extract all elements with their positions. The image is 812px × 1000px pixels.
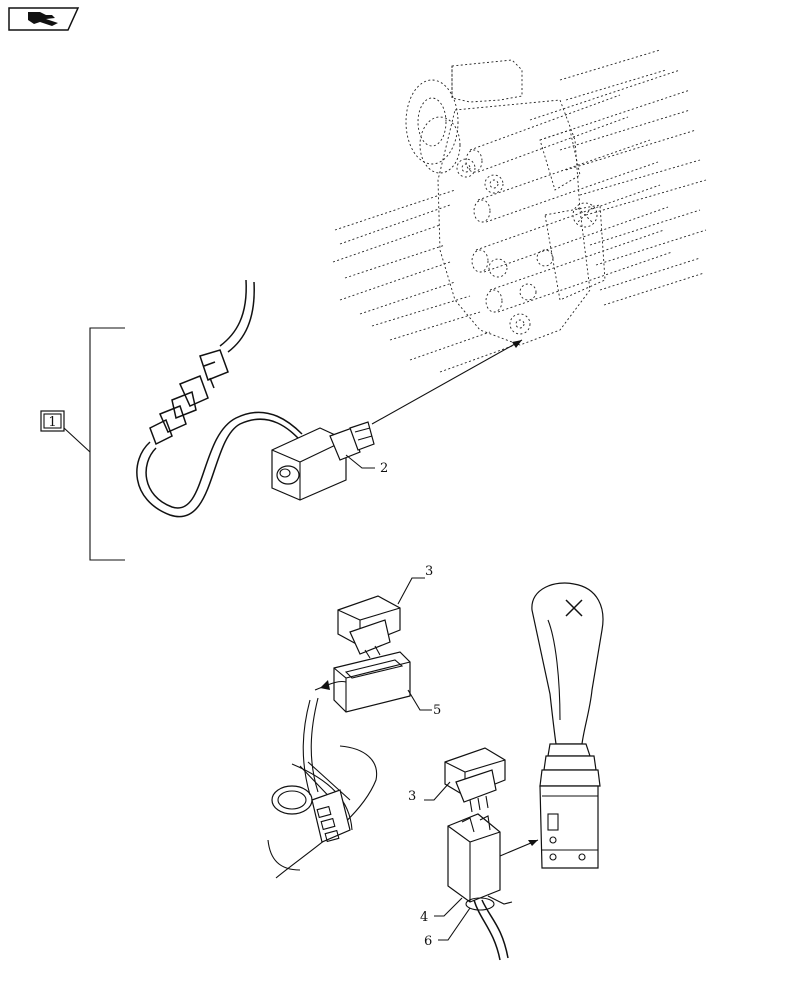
control-valve-assembly [332, 49, 707, 373]
switch-housing: 5 [314, 651, 441, 718]
return-arrow-icon[interactable] [8, 7, 80, 31]
callout-label-3a[interactable]: 3 [425, 564, 433, 579]
callout-label-1: 1 [48, 415, 56, 430]
joystick-lever [531, 582, 604, 869]
group-bracket [63, 327, 125, 561]
callout-label-3b[interactable]: 3 [408, 789, 416, 804]
callout-box-1[interactable]: 1 [40, 410, 65, 432]
pressure-switch-harness: 2 [136, 279, 523, 518]
wire-harness: 6 [424, 895, 513, 961]
callout-label-2[interactable]: 2 [380, 461, 388, 476]
callout-label-5[interactable]: 5 [433, 703, 441, 718]
rocker-switch-lower: 3 [408, 747, 506, 813]
relay-module: 4 [420, 813, 539, 925]
callout-label-4[interactable]: 4 [420, 910, 428, 925]
rocker-switch-upper: 3 [337, 564, 433, 659]
callout-label-6[interactable]: 6 [424, 934, 432, 949]
dashboard-detail [267, 697, 378, 879]
